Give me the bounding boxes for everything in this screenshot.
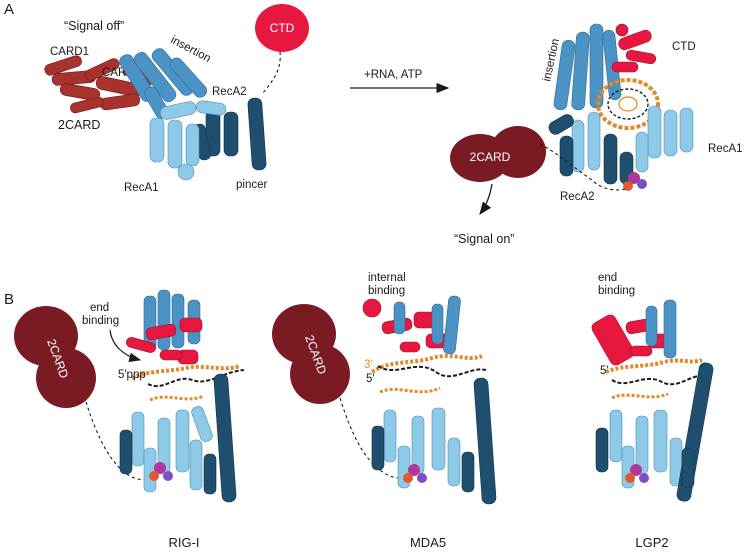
lgp2-binding-label-line1: end [598,272,617,284]
reaction-arrow: +RNA, ATP [350,69,448,88]
lgp2-name: LGP2 [635,535,668,550]
ctd-label-right: CTD [672,41,696,53]
reca2-label-left: RecA2 [212,86,247,98]
rig-i-structure: 2CARD 5′ppp [14,290,244,550]
panel-a-letter: A [4,1,14,18]
signal-off-structure: “Signal off” CARD1 CARD2 2CARD insertion [43,4,309,194]
mda5-name: MDA5 [410,535,446,550]
signal-on-arrow [480,184,492,214]
mda5-rna [372,356,486,392]
reca1-label-left: RecA1 [124,182,159,194]
reca1-label-right: RecA1 [708,143,743,155]
insertion-domain-right [553,24,621,111]
rig-i-reca1 [132,405,214,492]
reca2-label-right: RecA2 [560,191,595,203]
ctd-blob-label: CTD [270,21,295,35]
two-card-blob-right-label: 2CARD [470,150,511,164]
ctd-linker [262,52,280,94]
signal-on-label: “Signal on” [454,232,514,246]
two-card-blob-right: 2CARD [450,126,546,182]
ctd-domain-right [612,24,657,72]
rig-i-binding-label-line1: end [90,302,109,314]
rig-i-name: RIG-I [168,535,199,550]
reaction-arrow-label: +RNA, ATP [364,69,423,81]
panel-b-letter: B [4,291,14,308]
mda5-binding-label-line2: binding [368,285,405,297]
rig-i-binding-label-line2: binding [82,315,119,327]
lgp2-rna-end-label: 5′ [600,365,609,377]
mda5-rna-five-label: 5′ [366,373,375,385]
rig-i-rna-end-label: 5′ppp [118,369,146,381]
mda5-two-card-blob: 2CARD [272,304,350,404]
lgp2-structure: 5′ end binding LGP2 [590,272,714,550]
signal-on-structure: insertion CTD RecA1 [450,24,743,246]
lgp2-binding-label-line2: binding [598,285,635,297]
signal-off-title: “Signal off” [64,19,124,33]
lgp2-rna [606,360,704,398]
mda5-structure: 2CARD 3′ 5′ [272,272,496,550]
mda5-rna-three-label: 3′ [364,359,373,371]
pincer-label: pincer [236,179,267,191]
two-card-label: 2CARD [58,118,100,132]
mda5-binding-label-line1: internal [368,272,406,284]
card1-label: CARD1 [50,46,89,58]
